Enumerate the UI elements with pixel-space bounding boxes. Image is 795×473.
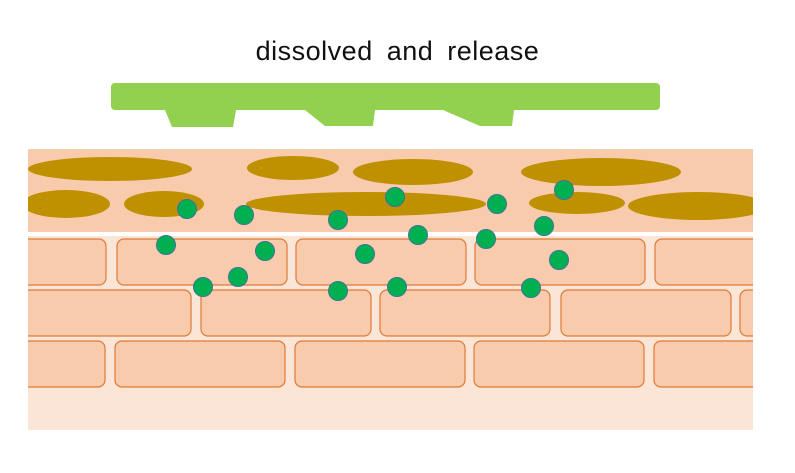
ellipsoid (28, 157, 192, 181)
drug-particles (156, 180, 574, 301)
ellipsoid (529, 192, 625, 214)
skin-cell (114, 340, 286, 388)
drug-particle (228, 267, 248, 287)
drug-particle (177, 199, 197, 219)
skin-cell (28, 238, 107, 286)
ellipsoid (521, 158, 681, 186)
drug-particle (328, 210, 348, 230)
drug-particle (387, 277, 407, 297)
drug-particle (554, 180, 574, 200)
patch-tab (443, 110, 514, 126)
skin-cell (379, 289, 551, 337)
drug-patch (111, 83, 660, 127)
drug-particle (156, 235, 176, 255)
skin-cell (28, 289, 192, 337)
drug-particle (255, 241, 275, 261)
ellipsoid (246, 192, 486, 216)
drug-particle (328, 281, 348, 301)
skin-cell (473, 340, 645, 388)
ellipsoid (628, 192, 753, 220)
skin-cell (654, 238, 753, 286)
drug-particle (521, 278, 541, 298)
skin-cell (295, 238, 467, 286)
drug-particle (385, 187, 405, 207)
patch-body (111, 83, 660, 110)
skin-cell (739, 289, 753, 337)
drug-particle (193, 277, 213, 297)
skin-cell (560, 289, 732, 337)
drug-particle (549, 250, 569, 270)
skin-cells (28, 238, 753, 388)
drug-particle (487, 194, 507, 214)
skin-cell (28, 340, 106, 388)
drug-particle (355, 244, 375, 264)
skin-cell (294, 340, 466, 388)
patch-tab (305, 110, 375, 126)
drug-particle (408, 225, 428, 245)
ellipsoid (353, 159, 473, 185)
drug-particle (534, 216, 554, 236)
skin-cell (653, 340, 753, 388)
drug-particle (234, 205, 254, 225)
skin-cell (200, 289, 372, 337)
ellipsoid (28, 190, 110, 218)
ellipsoid-structures (28, 156, 753, 220)
drug-particle (476, 229, 496, 249)
ellipsoid (247, 156, 339, 180)
patch-tab (165, 110, 236, 127)
diagram-title: dissolved and release (255, 36, 540, 66)
